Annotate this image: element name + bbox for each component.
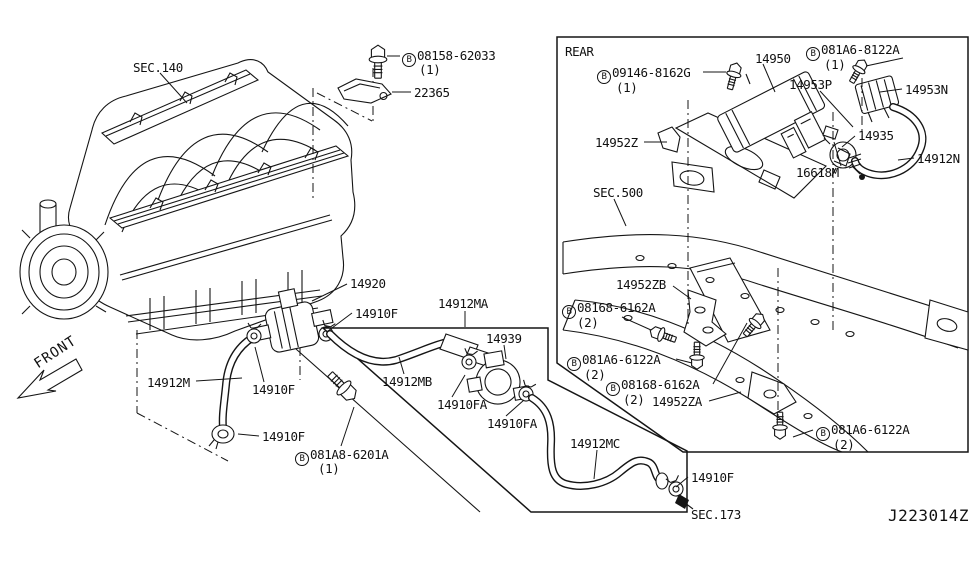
bolt-081a8-6201a-icon [322,366,362,406]
bolt-09146-8162g-icon [722,60,745,92]
clamp-14910f-icon [209,425,234,449]
sec173-screw-icon [675,494,689,509]
diagram-code: J223014Z [888,506,970,525]
purge-valve-14920 [247,282,337,356]
bolt-08158-62033-icon [368,44,388,79]
bolt-081a6-6122a-icon [772,411,788,440]
bolt-08168-6162a-icon [647,323,679,348]
fitting-14953p [823,126,838,139]
front-direction-arrow [18,359,82,398]
bolt-081a6-6122a-icon [689,341,705,370]
sensor-22365 [338,79,391,103]
evap-canister-14950 [716,71,826,158]
leader-lines [160,56,914,487]
purge-valve-14939 [463,347,530,408]
intake-manifold-drawing [20,60,355,340]
bolt-081a6-8122a-icon [845,56,871,87]
